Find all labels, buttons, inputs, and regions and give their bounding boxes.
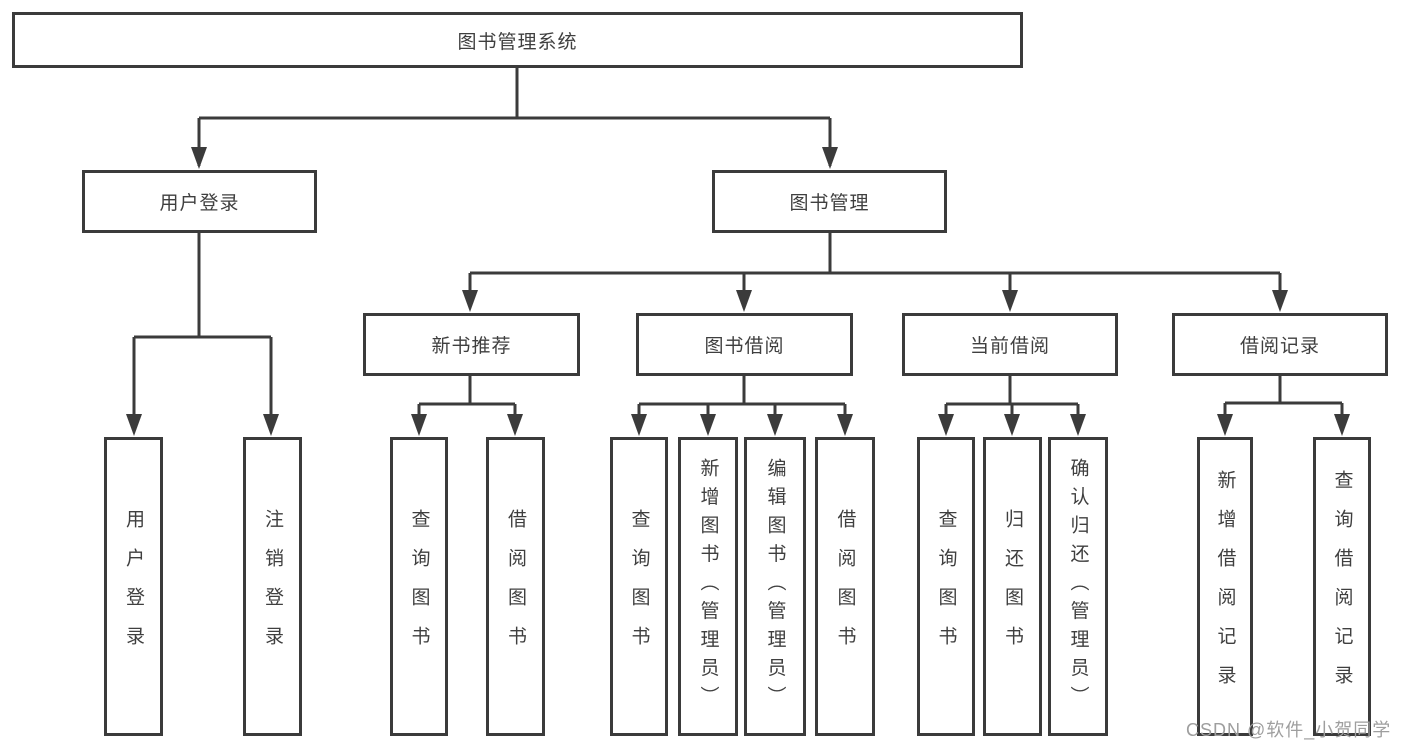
node-user-login: 用户登录 (82, 170, 317, 233)
node-borrowing-records-label: 借阅记录 (1239, 336, 1320, 357)
leaf-recommend-borrow-books-label: 借阅图书 (505, 508, 526, 665)
leaf-borrowing-query-books: 查询图书 (610, 437, 668, 736)
leaf-current-query-books-label: 查询图书 (935, 508, 957, 665)
leaf-user-login: 用户登录 (104, 437, 163, 736)
leaf-recommend-query-books-label: 查询图书 (408, 508, 430, 665)
leaf-recommend-query-books: 查询图书 (390, 437, 448, 736)
node-book-borrowing-label: 图书借阅 (704, 336, 785, 357)
leaf-recommend-borrow-books: 借阅图书 (486, 437, 545, 736)
leaf-current-query-books: 查询图书 (917, 437, 975, 736)
leaf-user-login-label: 用户登录 (123, 508, 144, 665)
leaf-edit-books-admin-label: 编辑图书（管理员） (764, 458, 786, 715)
node-borrowing-records: 借阅记录 (1172, 313, 1388, 376)
leaf-add-books-admin: 新增图书（管理员） (678, 437, 738, 736)
leaf-logout: 注销登录 (243, 437, 302, 736)
leaf-return-books: 归还图书 (983, 437, 1042, 736)
node-library-system: 图书管理系统 (12, 12, 1023, 68)
csdn-watermark: CSDN @软件_小贺同学 (1186, 720, 1392, 740)
leaf-borrowing-borrow-books-label: 借阅图书 (834, 508, 856, 665)
leaf-confirm-return-admin-label: 确认归还（管理员） (1067, 458, 1089, 715)
arrowheads (126, 147, 1350, 436)
leaf-add-borrow-record-label: 新增借阅记录 (1214, 469, 1236, 704)
node-current-borrowing-label: 当前借阅 (969, 336, 1050, 357)
node-user-login-label: 用户登录 (159, 193, 240, 214)
leaf-logout-label: 注销登录 (262, 508, 283, 665)
leaf-borrowing-borrow-books: 借阅图书 (815, 437, 875, 736)
leaf-borrowing-query-books-label: 查询图书 (628, 508, 650, 665)
leaf-edit-books-admin: 编辑图书（管理员） (744, 437, 806, 736)
leaf-return-books-label: 归还图书 (1002, 508, 1023, 665)
node-book-management-label: 图书管理 (789, 193, 870, 214)
node-new-book-recommend-label: 新书推荐 (431, 336, 512, 357)
node-current-borrowing: 当前借阅 (902, 313, 1118, 376)
node-book-management: 图书管理 (712, 170, 947, 233)
leaf-query-borrow-record-label: 查询借阅记录 (1331, 469, 1353, 704)
leaf-add-books-admin-label: 新增图书（管理员） (697, 458, 719, 715)
node-new-book-recommend: 新书推荐 (363, 313, 580, 376)
leaf-add-borrow-record: 新增借阅记录 (1197, 437, 1253, 736)
node-book-borrowing: 图书借阅 (636, 313, 853, 376)
leaf-query-borrow-record: 查询借阅记录 (1313, 437, 1371, 736)
leaf-confirm-return-admin: 确认归还（管理员） (1048, 437, 1108, 736)
node-library-system-label: 图书管理系统 (457, 31, 578, 53)
